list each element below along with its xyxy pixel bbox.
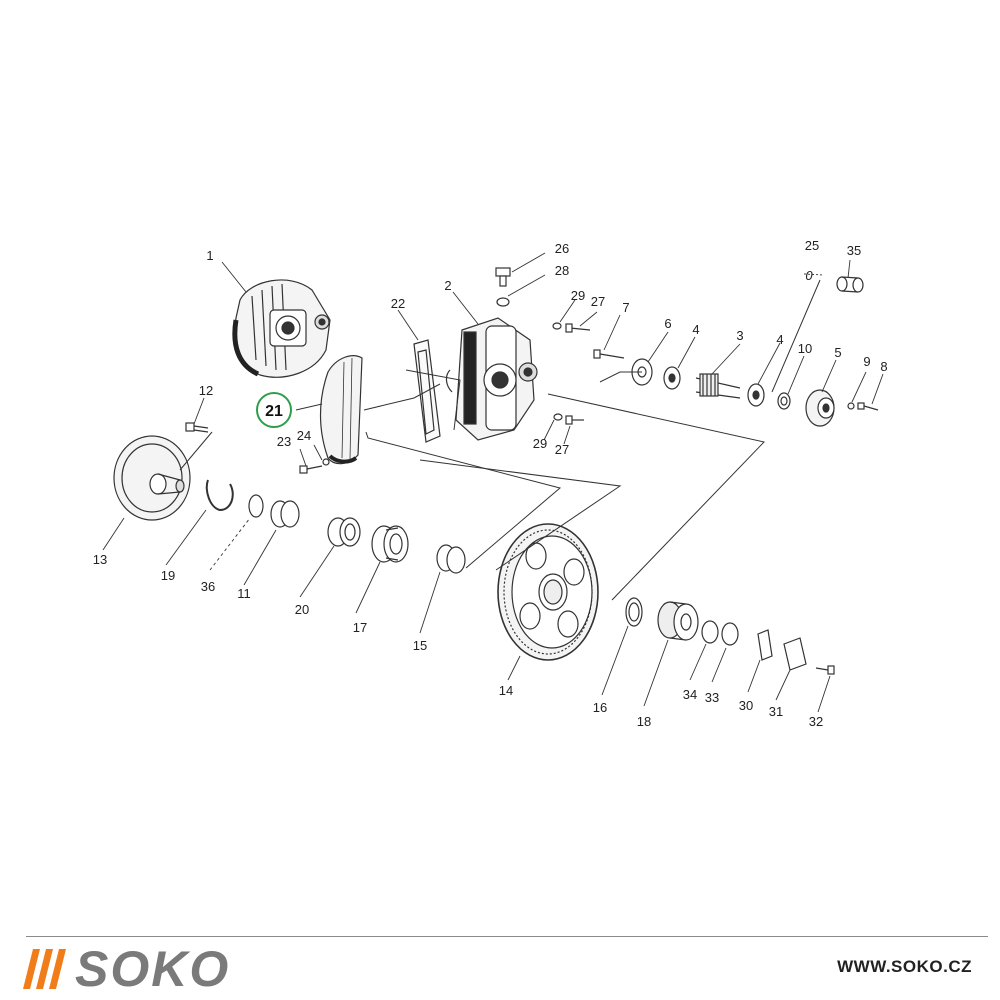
label-part-36: 36 <box>201 579 215 594</box>
part-13-shaft-flange <box>113 435 191 521</box>
part-20-bearing-ring <box>327 517 361 547</box>
label-part-14: 14 <box>499 683 513 698</box>
part-4-bearing-right <box>747 383 765 407</box>
part-2-main-housing <box>445 317 538 441</box>
label-part-27-upper: 27 <box>591 294 605 309</box>
label-part-32: 32 <box>809 714 823 729</box>
part-21-cover <box>319 355 363 465</box>
label-part-20: 20 <box>295 602 309 617</box>
highlight-circle <box>256 392 292 428</box>
part-24-washer <box>322 458 330 466</box>
label-part-4-right: 4 <box>776 332 783 347</box>
label-part-24: 24 <box>297 428 311 443</box>
label-part-5: 5 <box>834 345 841 360</box>
part-30-lock-plate <box>757 629 773 661</box>
label-part-18: 18 <box>637 714 651 729</box>
part-12-bolt <box>185 422 209 433</box>
part-number-labels: 1 2 22 26 28 29 27 7 6 4 3 4 10 5 9 8 25… <box>93 238 888 729</box>
part-3-pinion-shaft <box>695 373 741 399</box>
label-part-31: 31 <box>769 704 783 719</box>
label-part-29-lower: 29 <box>533 436 547 451</box>
part-29-washer-upper <box>552 322 562 330</box>
label-part-10: 10 <box>798 341 812 356</box>
part-4-bearing-left <box>663 366 681 390</box>
part-26-plug <box>495 267 511 287</box>
brand-bars-icon <box>23 949 66 989</box>
label-part-13: 13 <box>93 552 107 567</box>
label-part-30: 30 <box>739 698 753 713</box>
assembly-guide-lines <box>179 279 821 601</box>
footer-divider <box>26 936 988 937</box>
label-part-34: 34 <box>683 687 697 702</box>
label-part-27-lower: 27 <box>555 442 569 457</box>
label-part-15: 15 <box>413 638 427 653</box>
part-11-spacer <box>270 500 300 528</box>
part-18-bearing <box>657 601 699 641</box>
label-part-6: 6 <box>664 316 671 331</box>
part-17-roller-bearing <box>371 525 409 563</box>
label-part-26: 26 <box>555 241 569 256</box>
label-part-33: 33 <box>705 690 719 705</box>
label-part-3: 3 <box>736 328 743 343</box>
part-16-ring <box>625 597 643 627</box>
part-28-washer <box>496 297 510 307</box>
label-part-29-upper: 29 <box>571 288 585 303</box>
part-5-flange <box>805 389 835 427</box>
label-part-28: 28 <box>555 263 569 278</box>
part-32-bolt <box>815 665 835 675</box>
label-part-11: 11 <box>237 586 251 601</box>
part-27-bolt-upper <box>565 323 591 333</box>
label-part-22: 22 <box>391 296 405 311</box>
label-part-16: 16 <box>593 700 607 715</box>
label-part-9: 9 <box>863 354 870 369</box>
label-part-8: 8 <box>880 359 887 374</box>
brand-name: SOKO <box>75 941 231 997</box>
label-part-25-sub: 0 <box>805 268 813 283</box>
label-part-12: 12 <box>199 383 213 398</box>
part-29-washer-lower <box>553 413 563 421</box>
part-9-washer <box>847 402 855 410</box>
label-part-1: 1 <box>206 248 213 263</box>
part-14-gear-wheel <box>497 523 599 661</box>
part-34-shim <box>701 620 719 644</box>
website-url[interactable]: WWW.SOKO.CZ <box>837 957 972 976</box>
label-part-17: 17 <box>353 620 367 635</box>
brand-logo: SOKO <box>23 941 231 997</box>
part-19-circlip <box>205 479 234 512</box>
label-part-7: 7 <box>622 300 629 315</box>
part-35-sleeve <box>836 276 864 293</box>
part-31-retaining-plate <box>783 637 807 671</box>
part-36-o-ring <box>248 494 264 518</box>
part-33-shim <box>721 622 739 646</box>
part-27-bolt-lower <box>565 415 584 425</box>
leader-lines <box>102 252 884 713</box>
label-part-23: 23 <box>277 434 291 449</box>
part-7-bolt <box>593 349 625 359</box>
part-10-ring <box>777 392 791 410</box>
label-part-2: 2 <box>444 278 451 293</box>
part-23-screw <box>299 465 323 474</box>
part-15-ring <box>436 544 466 574</box>
part-1-housing-half <box>232 279 331 378</box>
label-part-21: 21 <box>265 403 283 420</box>
label-part-4-left: 4 <box>692 322 699 337</box>
label-part-25: 25 <box>805 238 819 253</box>
part-8-screw <box>857 402 879 411</box>
label-part-19: 19 <box>161 568 175 583</box>
label-part-35: 35 <box>847 243 861 258</box>
